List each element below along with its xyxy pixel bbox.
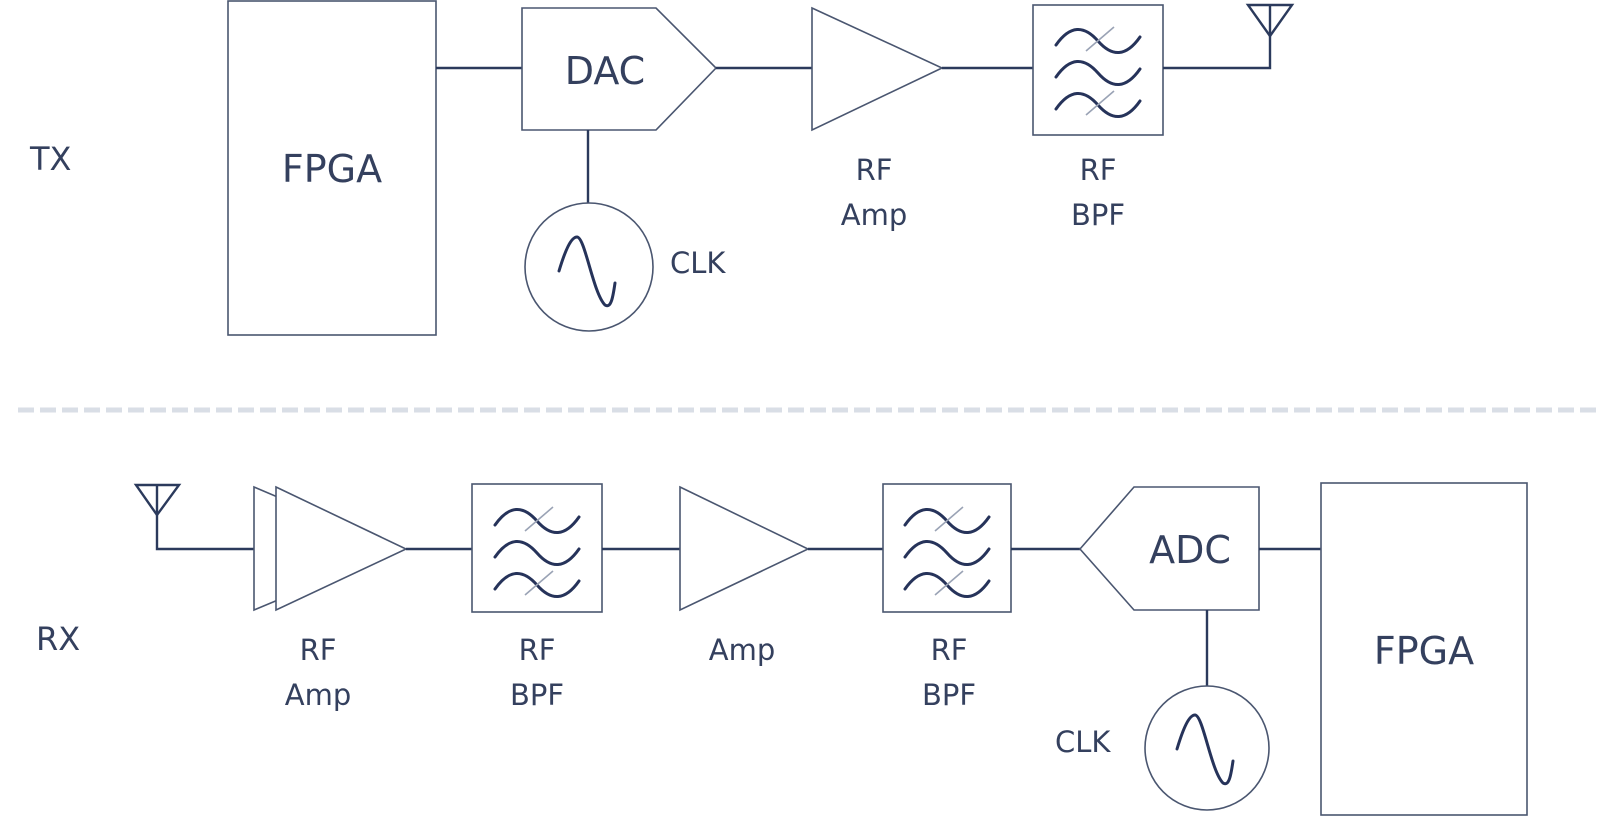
rx-amp: Amp	[679, 485, 810, 667]
rx-adc-block: ADC	[1078, 486, 1260, 611]
tx-section-label: TX	[29, 140, 71, 178]
rx-amp-label: Amp	[709, 633, 776, 667]
tx-rf-amp-label-line1: RF	[856, 153, 893, 187]
tx-fpga-label: FPGA	[282, 147, 382, 191]
tx-section: TX FPGA DAC CLK RF Amp	[29, 0, 1295, 336]
rx-rf-bpf-2-label-line2: BPF	[922, 678, 976, 712]
tx-rf-bpf: RF BPF	[1032, 4, 1164, 232]
tx-dac-block: DAC	[521, 7, 718, 131]
rx-rf-amp-label-line2: Amp	[285, 678, 352, 712]
rx-rf-bpf-1-label-line2: BPF	[510, 678, 564, 712]
rx-antenna-icon	[133, 483, 254, 551]
rx-rf-amp: RF Amp	[253, 485, 408, 712]
tx-clk-oscillator: CLK	[524, 202, 726, 332]
rx-clk-label: CLK	[1055, 725, 1111, 759]
rx-rf-bpf-2: RF BPF	[882, 483, 1012, 712]
rx-rf-bpf-1-label-line1: RF	[519, 633, 556, 667]
rx-clk-oscillator: CLK	[1055, 685, 1270, 811]
rx-rf-bpf-1: RF BPF	[471, 483, 603, 712]
tx-rf-bpf-label-line2: BPF	[1071, 198, 1125, 232]
rx-rf-bpf-2-label-line1: RF	[931, 633, 968, 667]
rx-section: RX RF Amp RF BPF Amp	[36, 482, 1528, 816]
tx-fpga-block: FPGA	[227, 0, 437, 336]
tx-rf-bpf-label-line1: RF	[1080, 153, 1117, 187]
tx-antenna-icon	[1163, 3, 1295, 70]
tx-clk-label: CLK	[670, 246, 726, 280]
rx-fpga-label: FPGA	[1374, 629, 1474, 673]
rx-adc-label: ADC	[1149, 528, 1231, 572]
tx-rf-amp: RF Amp	[811, 6, 944, 232]
rx-rf-amp-label-line1: RF	[300, 633, 337, 667]
rx-section-label: RX	[36, 620, 80, 658]
tx-rf-amp-label-line2: Amp	[841, 198, 908, 232]
rx-fpga-block: FPGA	[1320, 482, 1528, 816]
tx-dac-label: DAC	[565, 49, 645, 93]
